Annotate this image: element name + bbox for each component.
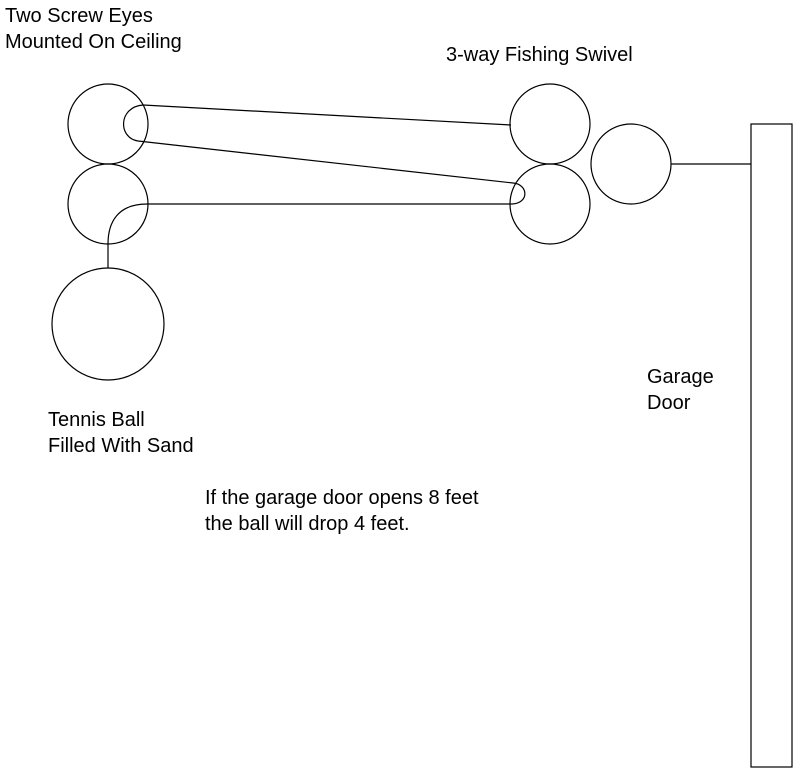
explanation-note-line1: If the garage door opens 8 feet xyxy=(205,487,479,509)
swivel-label: 3-way Fishing Swivel xyxy=(446,42,633,68)
garage-door-label: Garage Door xyxy=(647,364,714,416)
tennis-ball xyxy=(51,267,165,381)
explanation-note-line2: the ball will drop 4 feet. xyxy=(205,513,410,535)
string-top-run xyxy=(142,104,512,126)
swivel-ring-top xyxy=(509,83,591,165)
screw-eye-upper xyxy=(67,83,149,165)
tennis-ball-label: Tennis Ball Filled With Sand xyxy=(48,407,194,459)
string-loop-lower-eye xyxy=(107,203,148,245)
screw-eye-lower xyxy=(67,163,149,245)
swivel-ring-side xyxy=(590,123,672,205)
string-loop-upper-eye xyxy=(123,104,144,142)
explanation-note: If the garage door opens 8 feet the ball… xyxy=(205,485,479,537)
swivel-ring-bottom xyxy=(509,163,591,245)
screw-eyes-label: Two Screw Eyes Mounted On Ceiling xyxy=(5,3,182,55)
garage-door xyxy=(750,123,793,768)
screw-eyes-label-line1: Two Screw Eyes xyxy=(5,5,153,27)
screw-eyes-label-line2: Mounted On Ceiling xyxy=(5,31,182,53)
swivel-label-line1: 3-way Fishing Swivel xyxy=(446,44,633,66)
tennis-ball-label-line2: Filled With Sand xyxy=(48,435,194,457)
garage-door-label-line2: Door xyxy=(647,392,691,414)
tennis-ball-label-line1: Tennis Ball xyxy=(48,409,145,431)
garage-door-label-line1: Garage xyxy=(647,366,714,388)
string-loop-swivel xyxy=(511,182,526,205)
string-diagonal-run xyxy=(137,140,514,184)
